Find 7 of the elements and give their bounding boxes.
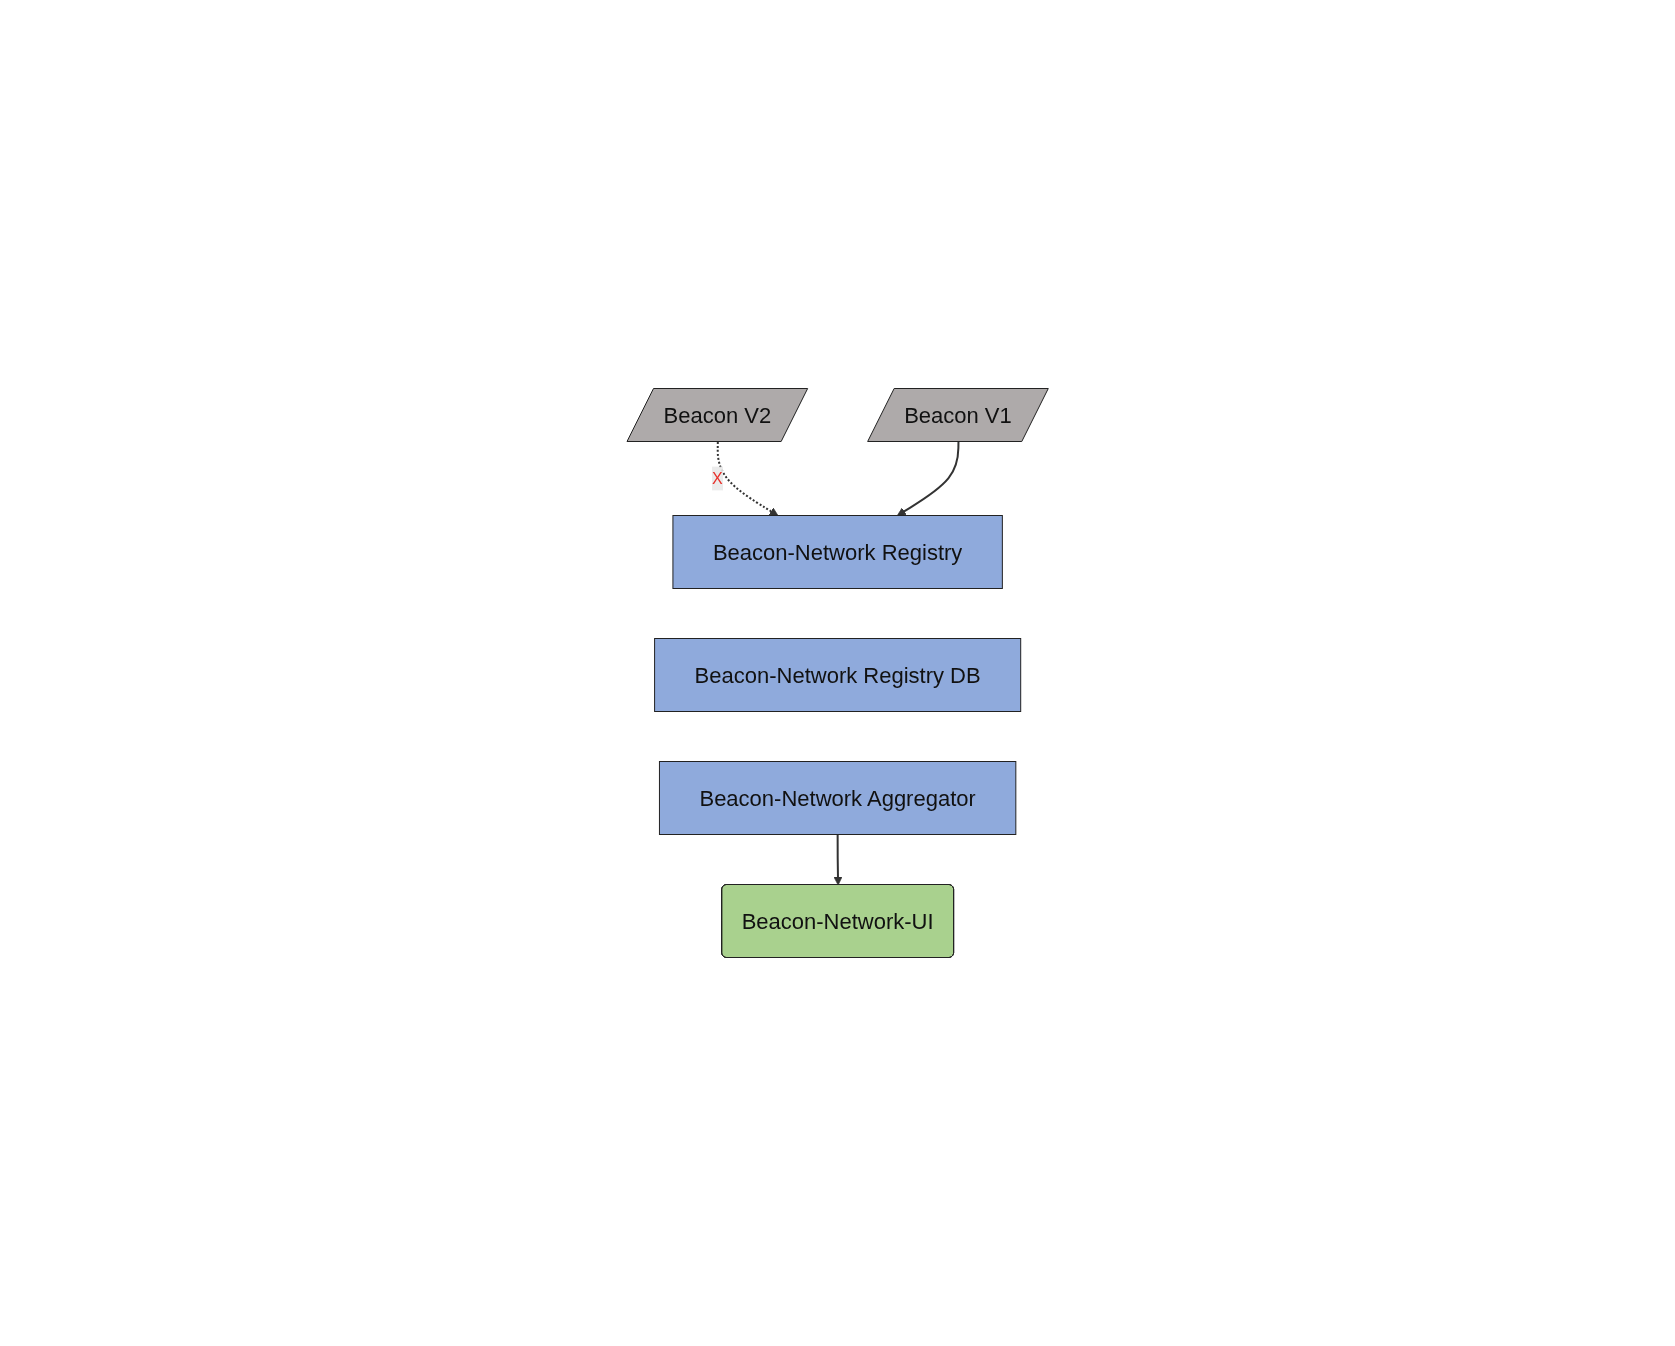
node-box: Beacon-Network Registry DB [653,638,1022,712]
arrow [833,833,843,886]
arrow [896,441,960,516]
edge-label: X [711,469,723,487]
node-box: Beacon-Network Registry [672,515,1003,589]
arrow [716,441,779,516]
node-box: Beacon-Network Aggregator [658,761,1017,835]
